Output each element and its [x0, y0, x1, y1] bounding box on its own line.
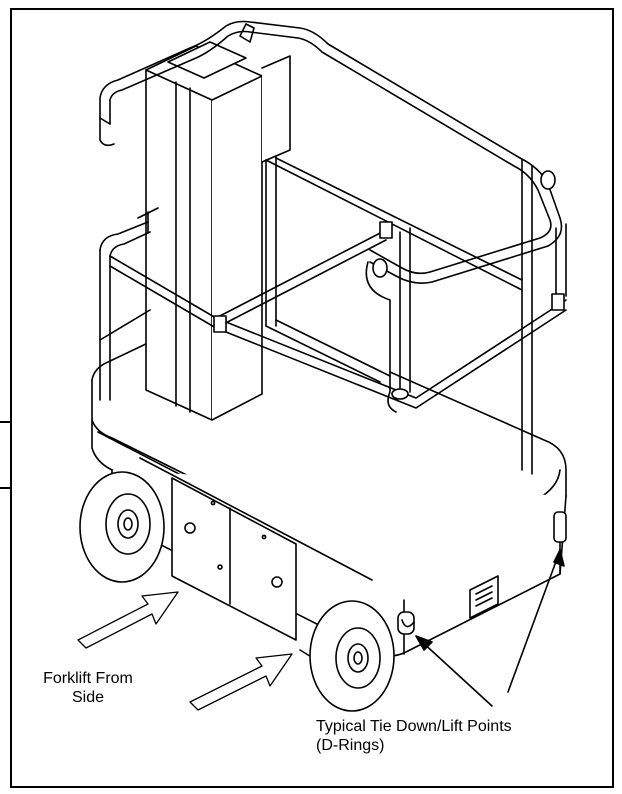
guard-rails — [99, 20, 567, 475]
forklift-arrow-upper — [77, 591, 179, 649]
wheel-rear — [79, 471, 165, 583]
mast — [145, 23, 291, 421]
forklift-arrow-lower — [189, 653, 293, 711]
margin-tick-bottom — [0, 487, 10, 489]
d-ring — [397, 611, 415, 635]
leader-arrow-rear — [507, 549, 565, 693]
leader-arrow-dring — [415, 635, 493, 707]
rear-d-ring — [553, 511, 567, 543]
tiedown-label-line2: (D-Rings) — [316, 737, 385, 754]
wheel-front — [309, 600, 395, 712]
figure-frame — [10, 8, 614, 788]
tiedown-label: Typical Tie Down/Lift Points (D-Rings) — [316, 717, 512, 755]
forklift-label-line2: Side — [71, 689, 105, 706]
forklift-label: Forklift From Side — [12, 669, 164, 707]
forklift-label-line1: Forklift From — [43, 670, 133, 687]
margin-tick-top — [0, 421, 10, 423]
side-handle — [469, 575, 499, 619]
tiedown-label-line1: Typical Tie Down/Lift Points — [316, 718, 512, 735]
